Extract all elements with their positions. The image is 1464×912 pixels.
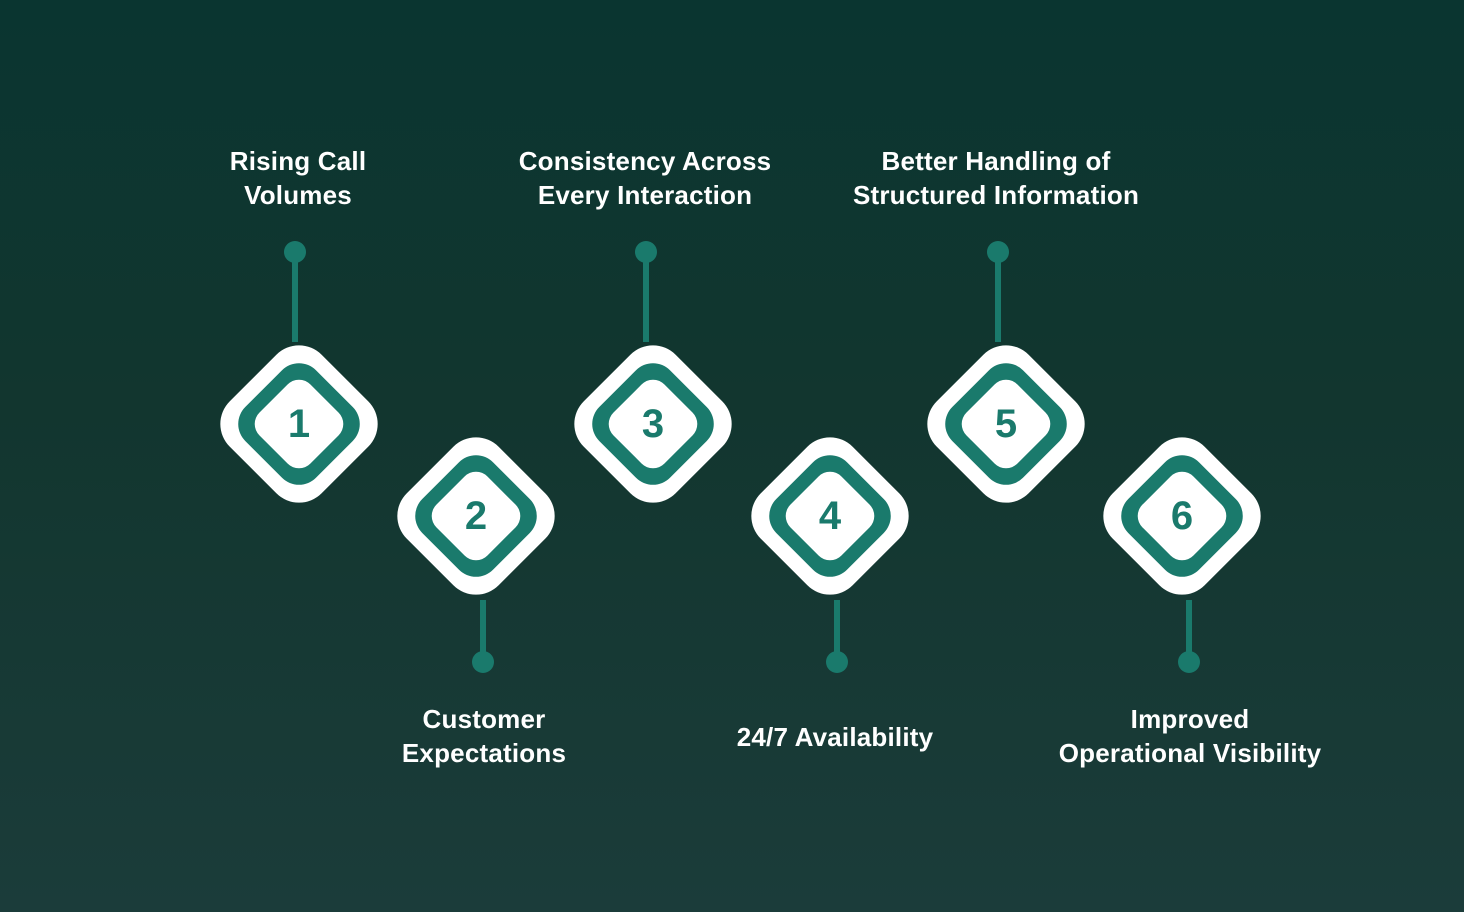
step-2-label: Customer Expectations	[402, 702, 566, 770]
step-2-label-line-1: Customer	[422, 704, 546, 734]
step-3-label: Consistency Across Every Interaction	[519, 144, 772, 212]
step-2-label-line-2: Expectations	[401, 738, 567, 768]
step-2-number: 2	[464, 494, 488, 538]
step-4-connector-line	[834, 600, 840, 662]
step-6-number: 6	[1170, 494, 1194, 538]
step-6-label: Improved Operational Visibility	[1059, 702, 1322, 770]
step-5-label-line-2: Structured Information	[852, 180, 1140, 210]
step-6-label-line-1: Improved	[1130, 704, 1250, 734]
step-2-connector-line	[480, 600, 486, 662]
step-6-label-line-2: Operational Visibility	[1058, 738, 1322, 768]
step-3-label-line-1: Consistency Across	[518, 146, 772, 176]
step-1-number: 1	[287, 402, 311, 446]
step-3-label-line-2: Every Interaction	[537, 180, 753, 210]
step-5-label-line-1: Better Handling of	[881, 146, 1111, 176]
step-1-connector-line	[292, 252, 298, 342]
step-3-connector-line	[643, 252, 649, 342]
step-4-connector-dot	[826, 651, 848, 673]
step-4-label: 24/7 Availability	[737, 720, 934, 754]
step-1-label: Rising Call Volumes	[230, 144, 367, 212]
step-4-label-line-1: 24/7 Availability	[736, 722, 934, 752]
step-4-number: 4	[818, 494, 842, 538]
step-1-label-line-1: Rising Call	[229, 146, 367, 176]
step-5-label: Better Handling of Structured Informatio…	[853, 144, 1139, 212]
step-5-connector-line	[995, 252, 1001, 342]
step-1-label-line-2: Volumes	[244, 180, 352, 210]
step-2-connector-dot	[472, 651, 494, 673]
step-6-connector-dot	[1178, 651, 1200, 673]
step-5-number: 5	[994, 402, 1018, 446]
step-6-connector-line	[1186, 600, 1192, 662]
step-3-number: 3	[641, 402, 665, 446]
